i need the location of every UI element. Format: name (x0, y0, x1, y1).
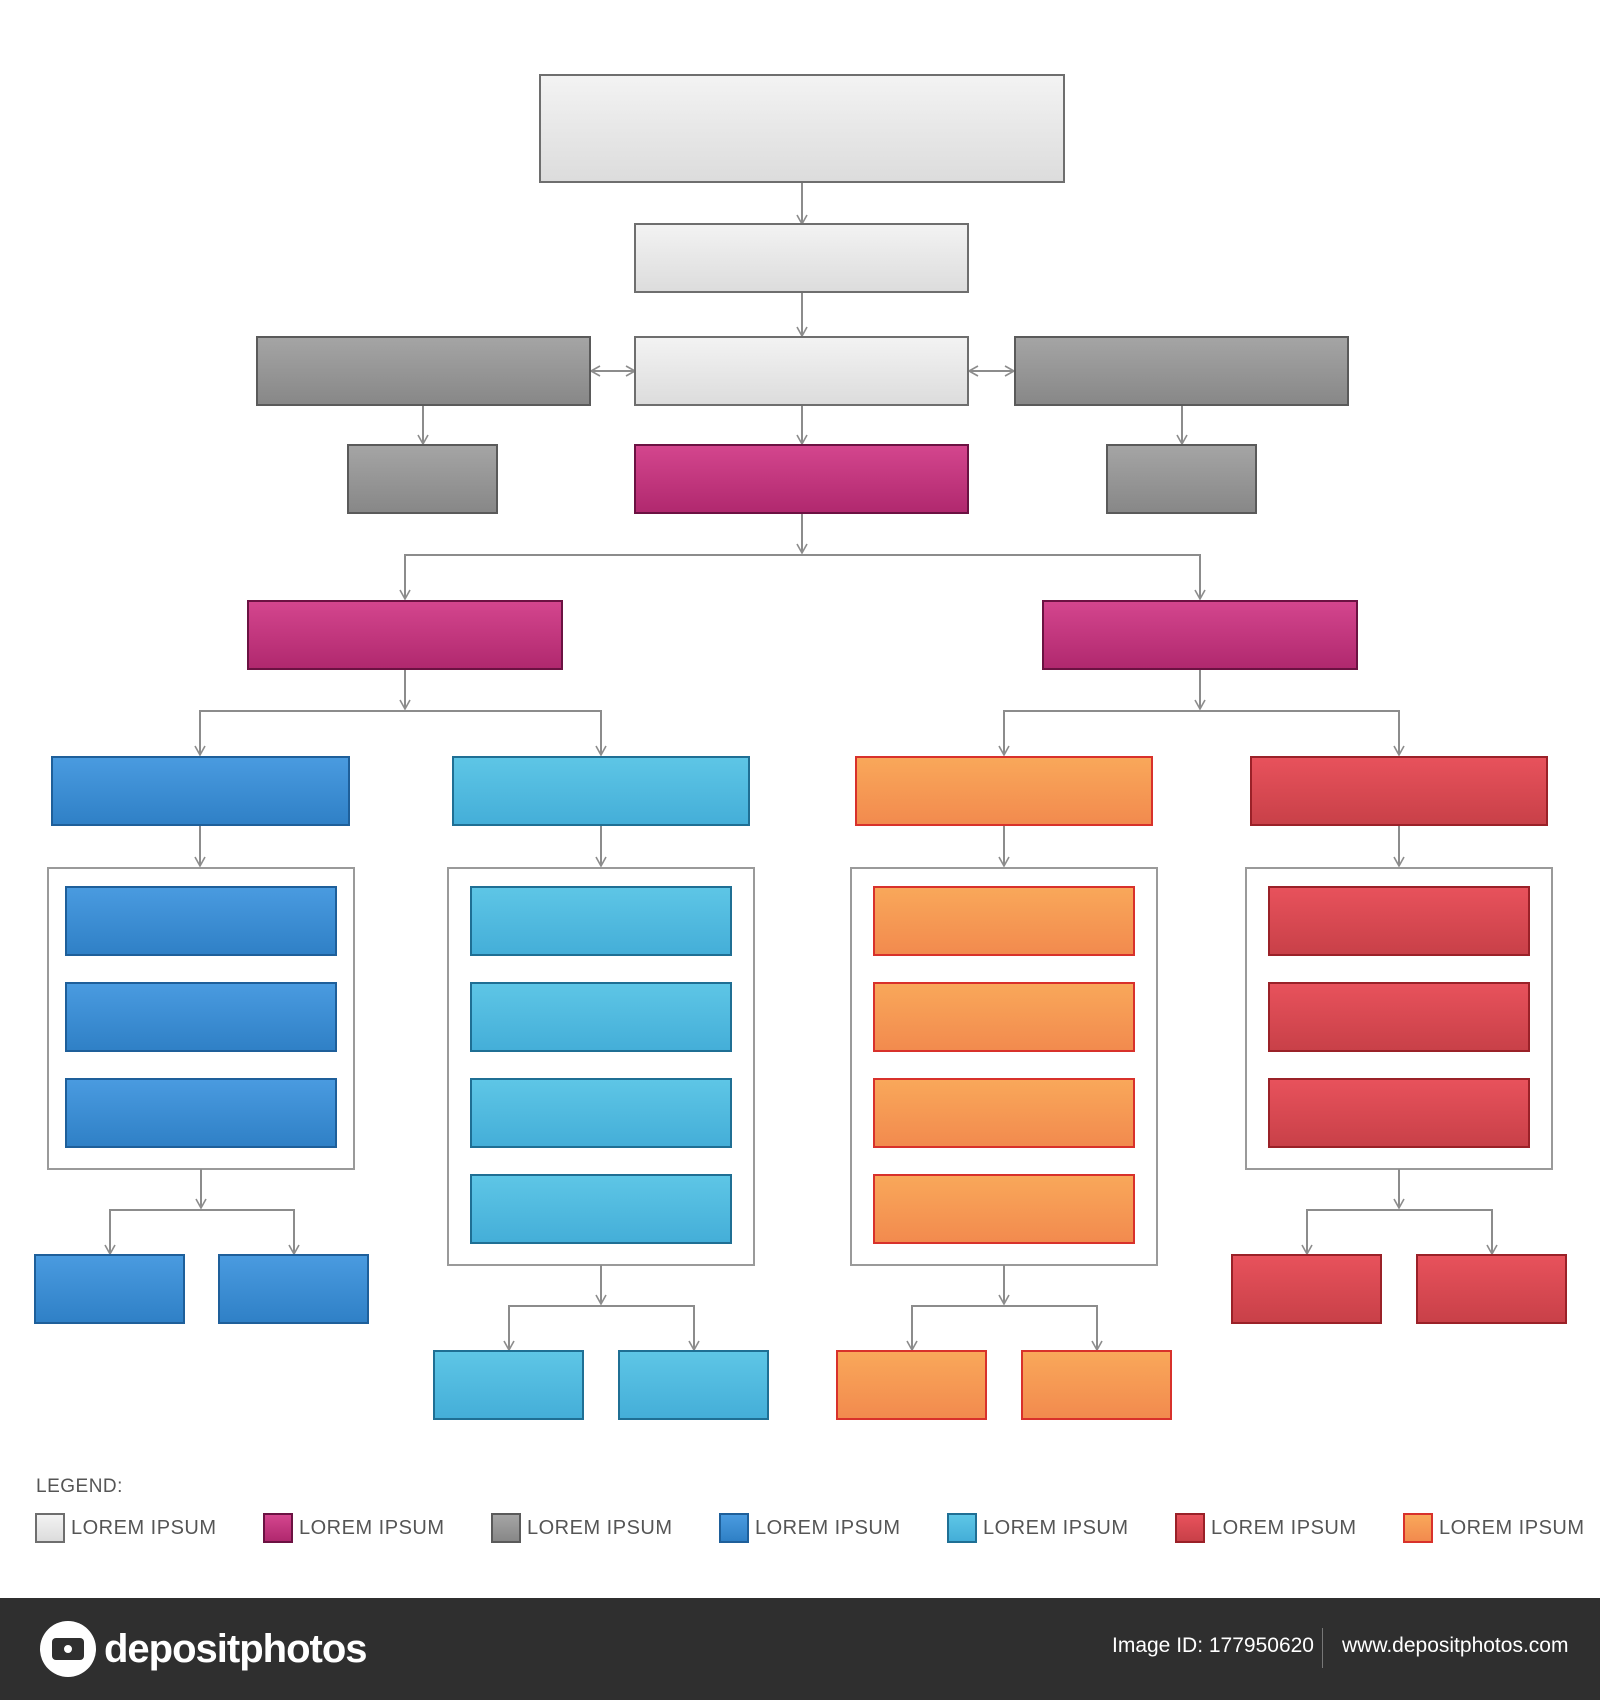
root-node (539, 74, 1065, 183)
orange-leaf-node (836, 1350, 987, 1420)
orange-head-node (855, 756, 1153, 826)
legend-title: LEGEND: (36, 1476, 123, 1497)
legend-item: LOREM IPSUM (719, 1510, 901, 1546)
level-3-left-node (256, 336, 591, 406)
camera-icon (40, 1621, 96, 1677)
legend: LOREM IPSUM LOREM IPSUM LOREM IPSUM LORE… (0, 1510, 1600, 1546)
legend-item: LOREM IPSUM (491, 1510, 673, 1546)
orange-item-node (873, 886, 1135, 956)
connector (201, 1209, 300, 1256)
footer-bar: depositphotos Image ID: 177950620 www.de… (0, 1598, 1600, 1700)
legend-swatch-blue (719, 1513, 749, 1543)
magenta-left-node (247, 600, 563, 670)
level-2-node (634, 223, 969, 293)
legend-label: LOREM IPSUM (755, 1516, 901, 1539)
red-item-node (1268, 1078, 1530, 1148)
cyan-head-node (452, 756, 750, 826)
cyan-leaf-node (618, 1350, 769, 1420)
connector (601, 1305, 700, 1352)
legend-item: LOREM IPSUM (35, 1510, 217, 1546)
connector (503, 1305, 601, 1352)
connector (1399, 1209, 1498, 1256)
cyan-item-node (470, 982, 732, 1052)
legend-label: LOREM IPSUM (1439, 1516, 1585, 1539)
cyan-item-node (470, 1174, 732, 1244)
blue-item-node (65, 982, 337, 1052)
connector (1301, 1209, 1399, 1256)
red-leaf-node (1416, 1254, 1567, 1324)
connector (1200, 710, 1405, 757)
cyan-leaf-node (433, 1350, 584, 1420)
legend-item: LOREM IPSUM (263, 1510, 445, 1546)
legend-item: LOREM IPSUM (1175, 1510, 1357, 1546)
orange-leaf-node (1021, 1350, 1172, 1420)
legend-label: LOREM IPSUM (527, 1516, 673, 1539)
connector (1004, 1305, 1103, 1352)
connector (802, 554, 1206, 601)
site-url[interactable]: www.depositphotos.com (1342, 1634, 1569, 1657)
magenta-right-node (1042, 600, 1358, 670)
level-3-center-node (634, 336, 969, 406)
connector (399, 554, 802, 601)
cyan-item-node (470, 1078, 732, 1148)
legend-swatch-gray (491, 1513, 521, 1543)
connector (405, 710, 607, 757)
legend-swatch-orange (1403, 1513, 1433, 1543)
blue-item-node (65, 886, 337, 956)
legend-swatch-light (35, 1513, 65, 1543)
legend-label: LOREM IPSUM (299, 1516, 445, 1539)
connector (194, 710, 405, 757)
blue-item-node (65, 1078, 337, 1148)
magenta-center-node (634, 444, 969, 514)
connector (104, 1209, 201, 1256)
connector (998, 710, 1200, 757)
left-gray-child-node (347, 444, 498, 514)
connector (906, 1305, 1004, 1352)
red-leaf-node (1231, 1254, 1382, 1324)
cyan-item-node (470, 886, 732, 956)
level-3-right-node (1014, 336, 1349, 406)
blue-leaf-node (218, 1254, 369, 1324)
blue-head-node (51, 756, 350, 826)
blue-leaf-node (34, 1254, 185, 1324)
footer-divider (1322, 1628, 1323, 1668)
flowchart-diagram (34, 74, 1567, 1420)
legend-label: LOREM IPSUM (983, 1516, 1129, 1539)
red-item-node (1268, 982, 1530, 1052)
right-gray-child-node (1106, 444, 1257, 514)
legend-swatch-magenta (263, 1513, 293, 1543)
legend-swatch-cyan (947, 1513, 977, 1543)
image-id: Image ID: 177950620 (1112, 1634, 1314, 1657)
legend-item: LOREM IPSUM (1403, 1510, 1585, 1546)
connectors (104, 183, 1498, 1352)
legend-label: LOREM IPSUM (1211, 1516, 1357, 1539)
boxes (34, 74, 1567, 1420)
legend-swatch-red (1175, 1513, 1205, 1543)
logo-text: depositphotos (104, 1626, 368, 1671)
depositphotos-logo[interactable]: depositphotos (40, 1620, 368, 1678)
red-head-node (1250, 756, 1548, 826)
red-item-node (1268, 886, 1530, 956)
orange-item-node (873, 1174, 1135, 1244)
legend-label: LOREM IPSUM (71, 1516, 217, 1539)
orange-item-node (873, 982, 1135, 1052)
legend-item: LOREM IPSUM (947, 1510, 1129, 1546)
orange-item-node (873, 1078, 1135, 1148)
